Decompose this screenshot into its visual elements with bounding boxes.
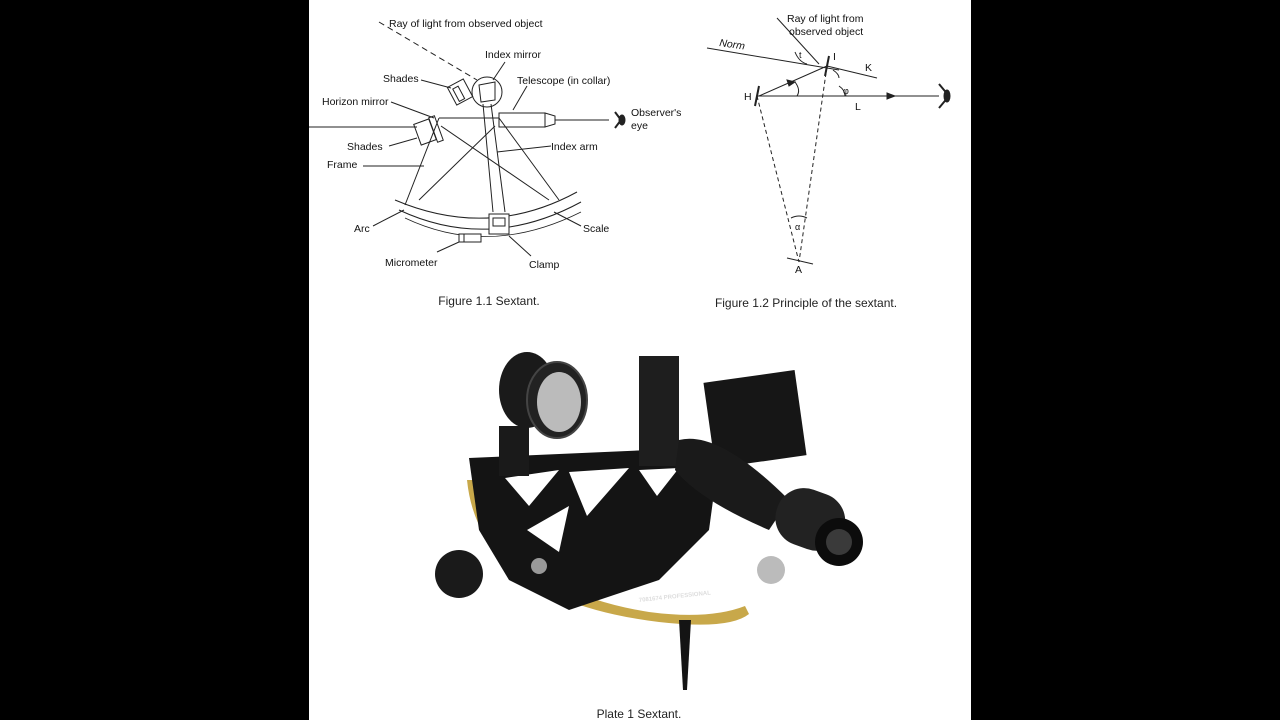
label-ray-2: observed object (789, 26, 863, 38)
mirror-mount (703, 370, 807, 468)
label-t: t (799, 50, 802, 60)
label-clamp: Clamp (529, 259, 560, 271)
label-I: I (833, 51, 836, 63)
label-observers-eye-1: Observer's (631, 107, 681, 119)
leg (679, 620, 691, 690)
label-shades-top: Shades (383, 73, 419, 85)
label-frame: Frame (327, 159, 357, 171)
label-index-mirror: Index mirror (485, 49, 542, 61)
horizon-mirror (639, 356, 679, 466)
telescope (675, 438, 863, 566)
shades (499, 352, 588, 476)
label-scale: Scale (583, 223, 609, 235)
document-page: Ray of light from observed object Index … (309, 0, 971, 720)
label-K: K (865, 62, 872, 74)
figure-1-1-caption: Figure 1.1 Sextant. (438, 294, 540, 308)
label-telescope: Telescope (in collar) (517, 75, 610, 87)
plate-1-caption: Plate 1 Sextant. (596, 707, 682, 720)
label-L: L (855, 101, 861, 113)
label-alpha: α (795, 222, 800, 232)
micrometer-drum (435, 550, 483, 598)
sextant-diagram: Ray of light from observed object Index … (309, 18, 681, 271)
label-index-arm: Index arm (551, 141, 598, 153)
label-norm: Norm (719, 37, 746, 52)
label-phi: φ (843, 86, 849, 96)
figure-1-2-caption: Figure 1.2 Principle of the sextant. (714, 296, 898, 310)
label-ray: Ray of light from observed object (389, 18, 543, 30)
label-A: A (795, 264, 802, 276)
label-ray-1: Ray of light from (787, 13, 864, 25)
label-arc: Arc (354, 223, 370, 235)
label-shades-bottom: Shades (347, 141, 383, 153)
label-micrometer: Micrometer (385, 257, 438, 269)
sextant-photo: 7081674 PROFESSIONAL (435, 352, 863, 690)
engraving: 7081674 PROFESSIONAL (639, 590, 712, 604)
label-horizon-mirror: Horizon mirror (322, 96, 389, 108)
label-H: H (744, 91, 752, 103)
label-observers-eye-2: eye (631, 120, 648, 132)
sextant-principle-diagram: Ray of light from observed object Norm I… (706, 13, 951, 276)
